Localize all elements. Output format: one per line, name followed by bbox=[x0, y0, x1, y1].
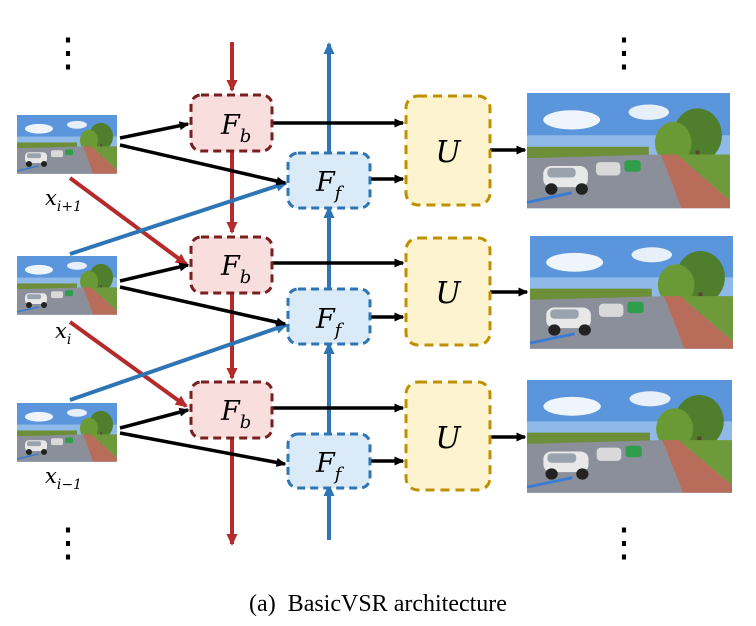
input-2-to-backward-2 bbox=[119, 262, 190, 283]
forward-module-1: Ff bbox=[286, 151, 372, 210]
forward-module-3: Ff bbox=[286, 432, 372, 490]
input-1-to-backward-1 bbox=[119, 121, 190, 140]
input-1-to-backward-2 bbox=[68, 176, 188, 266]
forward-module-2: Ff bbox=[286, 287, 372, 346]
forward-propagation-arrows bbox=[69, 42, 335, 540]
ellipsis-top-right: ⋮ bbox=[604, 30, 644, 76]
input-2-to-forward-1 bbox=[69, 180, 288, 256]
ellipsis-bottom-right: ⋮ bbox=[604, 520, 644, 566]
output-frame-1 bbox=[525, 91, 732, 210]
input-frame-1 bbox=[16, 114, 118, 175]
feature-arrows bbox=[119, 118, 529, 467]
input-1-to-forward-1 bbox=[119, 143, 287, 186]
backward-module-2: Fb bbox=[189, 235, 274, 295]
input-label-2: xi bbox=[55, 319, 71, 348]
output-frame-2 bbox=[528, 234, 735, 351]
upsample-module-2: U bbox=[404, 236, 492, 347]
input-2-to-forward-2 bbox=[119, 285, 287, 327]
input-3-to-forward-2 bbox=[69, 323, 288, 402]
upsample-module-1: U bbox=[404, 94, 492, 207]
svg-text:Fb: Fb bbox=[220, 396, 251, 433]
input-label-3: xi−1 bbox=[45, 464, 82, 493]
input-3-to-forward-3 bbox=[119, 431, 287, 467]
input-2-to-backward-3 bbox=[68, 320, 188, 408]
input-frame-3 bbox=[16, 402, 118, 463]
svg-text:Fb: Fb bbox=[220, 251, 251, 288]
input-label-1: xi+1 bbox=[45, 186, 82, 215]
svg-text:U: U bbox=[435, 276, 462, 311]
backward-module-3: Fb bbox=[189, 380, 274, 440]
input-frame-2 bbox=[16, 255, 118, 316]
svg-text:Fb: Fb bbox=[220, 110, 251, 147]
output-frame-3 bbox=[525, 378, 734, 495]
svg-text:U: U bbox=[435, 421, 462, 456]
ellipsis-top-left: ⋮ bbox=[48, 30, 88, 76]
ellipsis-bottom-left: ⋮ bbox=[48, 520, 88, 566]
figure-caption: (a) BasicVSR architecture bbox=[249, 591, 507, 617]
upsample-module-3: U bbox=[404, 380, 492, 492]
input-3-to-backward-3 bbox=[119, 407, 190, 430]
svg-text:U: U bbox=[435, 135, 462, 170]
backward-module-1: Fb bbox=[189, 93, 274, 153]
